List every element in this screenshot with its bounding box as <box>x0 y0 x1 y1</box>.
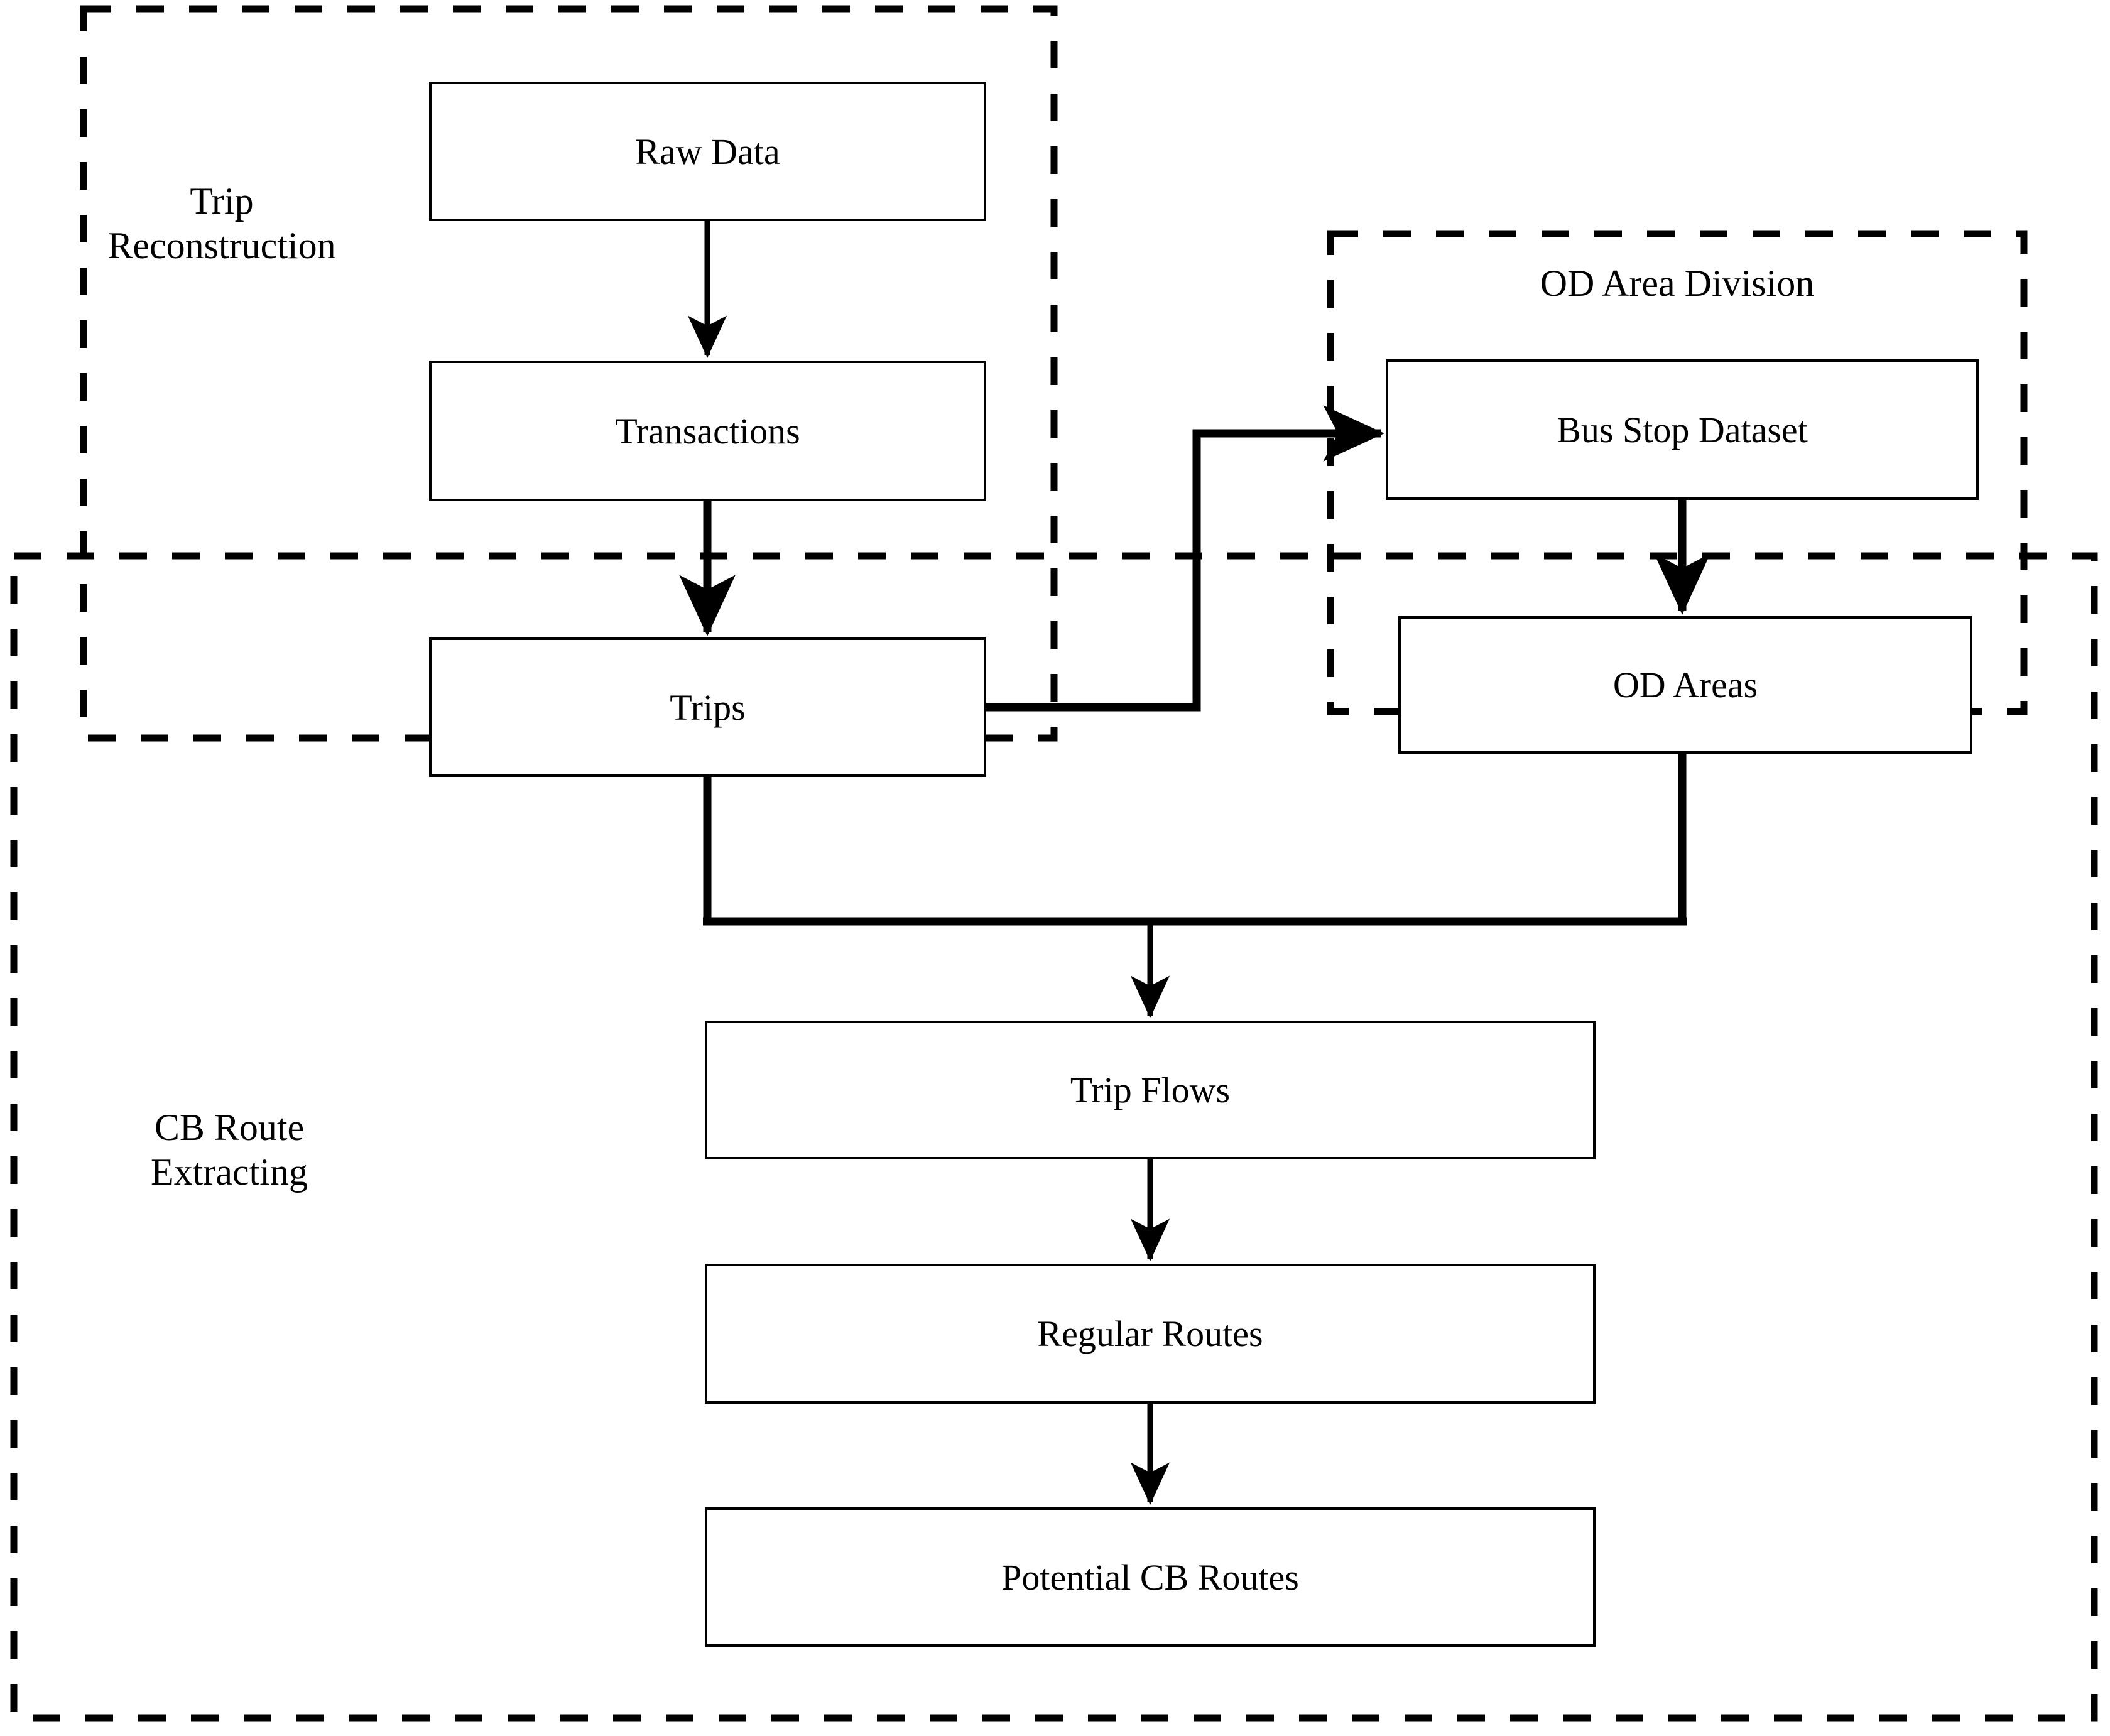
node-regular-routes[interactable]: Regular Routes <box>705 1264 1596 1404</box>
group-border-cb-route-extracting <box>10 552 2098 1722</box>
group-label-trip-reconstruction: Trip Reconstruction <box>107 180 336 266</box>
group-label-od-area-division: OD Area Division <box>1540 263 1815 304</box>
node-label-raw-data: Raw Data <box>635 131 780 172</box>
node-label-potential-cb-routes: Potential CB Routes <box>1001 1556 1299 1598</box>
node-label-trips: Trips <box>670 686 746 728</box>
node-trips[interactable]: Trips <box>429 637 986 777</box>
node-transactions[interactable]: Transactions <box>429 361 986 501</box>
node-label-trip-flows: Trip Flows <box>1070 1070 1231 1110</box>
group-label-cb-route-extracting: CB Route Extracting <box>151 1107 308 1193</box>
node-label-transactions: Transactions <box>615 410 800 452</box>
edge-trips-to-bus-stop-dataset <box>986 405 1384 712</box>
node-potential-cb-routes[interactable]: Potential CB Routes <box>705 1507 1596 1647</box>
node-bus-stop-dataset[interactable]: Bus Stop Dataset <box>1386 359 1979 500</box>
node-label-regular-routes: Regular Routes <box>1037 1313 1263 1354</box>
node-trip-flows[interactable]: Trip Flows <box>705 1021 1596 1159</box>
node-label-od-areas: OD Areas <box>1612 665 1758 705</box>
node-raw-data[interactable]: Raw Data <box>429 82 986 221</box>
node-label-bus-stop-dataset: Bus Stop Dataset <box>1557 409 1808 450</box>
node-od-areas[interactable]: OD Areas <box>1398 616 1972 754</box>
